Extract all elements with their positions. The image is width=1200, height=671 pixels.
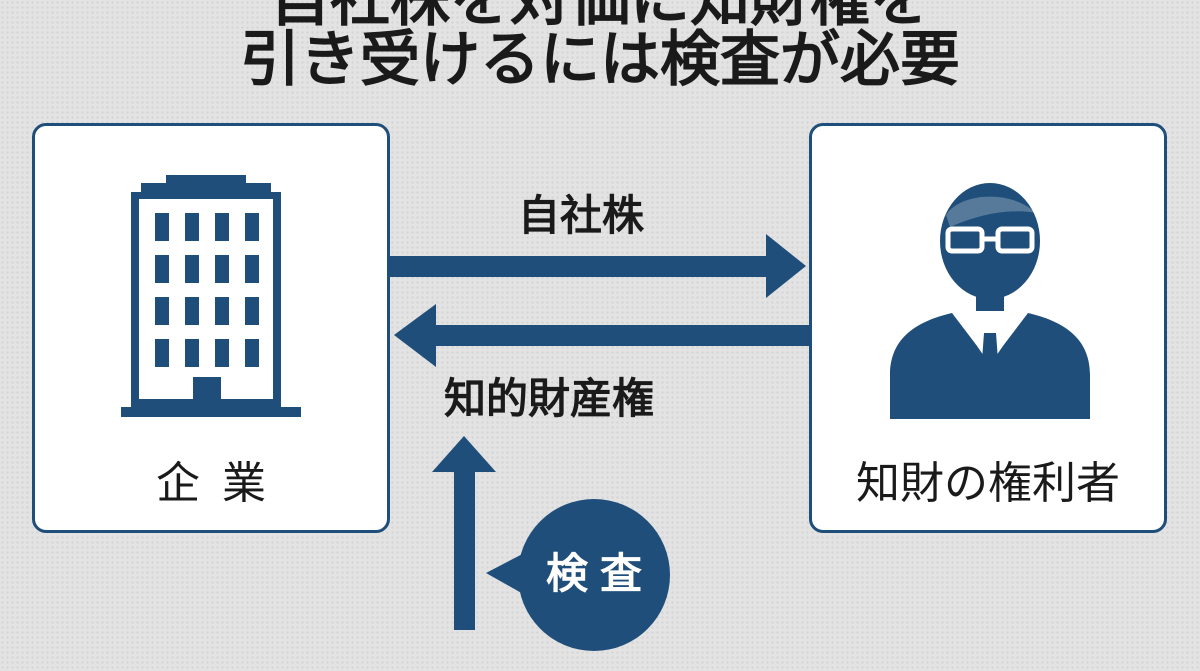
title-line-1: 自社株を対価に知財権を bbox=[270, 0, 930, 35]
ip-arrow bbox=[394, 304, 809, 367]
rights-holder-label: 知財の権利者 bbox=[856, 458, 1120, 509]
building-icon bbox=[121, 175, 301, 417]
rights-holder-box: 知財の権利者 bbox=[809, 123, 1167, 533]
flow-arrows bbox=[390, 234, 809, 630]
stock-arrow bbox=[390, 234, 806, 298]
title-line-2: 引き受けるには検査が必要 bbox=[240, 25, 960, 95]
company-box: 企業 bbox=[32, 123, 390, 533]
inspection-arrow bbox=[432, 436, 496, 630]
company-label: 企業 bbox=[156, 458, 288, 509]
stock-flow-label: 自社株 bbox=[518, 191, 645, 240]
inspection-label: 検査 bbox=[545, 549, 654, 598]
person-with-glasses-icon bbox=[890, 183, 1090, 419]
ip-flow-label: 知的財産権 bbox=[444, 374, 655, 423]
inspection-bubble bbox=[486, 499, 670, 651]
